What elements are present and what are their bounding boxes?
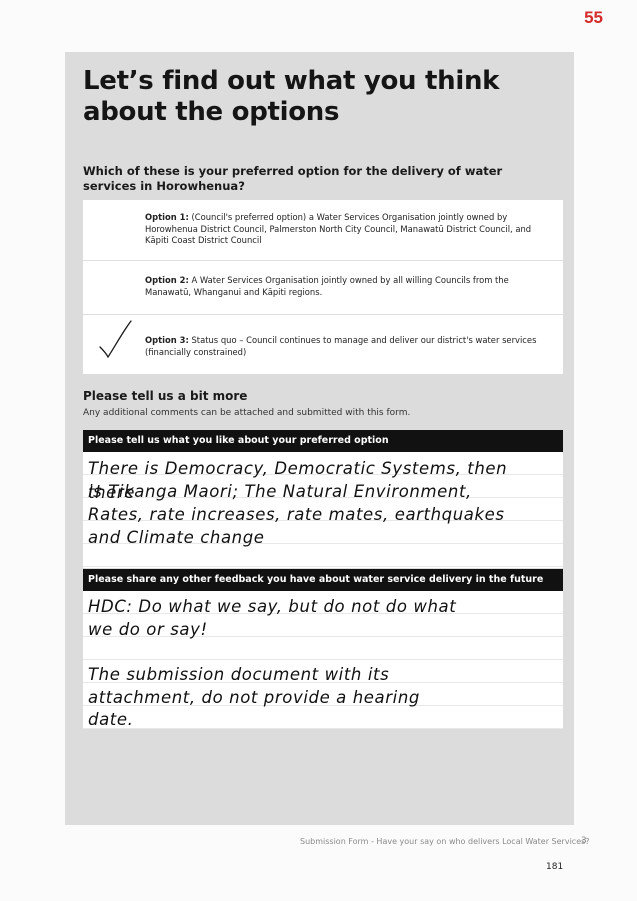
option-row-2[interactable]: Option 2: A Water Services Organisation … (83, 261, 563, 313)
option-2-description: A Water Services Organisation jointly ow… (145, 275, 509, 297)
feedback-line-5: attachment, do not provide a hearing (88, 688, 420, 707)
feedback-line-2: we do or say! (88, 620, 208, 639)
option-row-1[interactable]: Option 1: (Council's preferred option) a… (83, 200, 563, 259)
like-line-3: Rates, rate increases, rate mates, earth… (88, 505, 505, 524)
feedback-line-6: date. (88, 710, 134, 729)
page-number: 55 (584, 8, 603, 27)
feedback-section-heading: Please share any other feedback you have… (83, 569, 563, 591)
option-2-check-area[interactable] (83, 261, 143, 313)
option-3-description: Status quo – Council continues to manage… (145, 335, 537, 357)
feedback-line-4: The submission document with its (88, 665, 390, 684)
feedback-line-1: HDC: Do what we say, but do not do what (88, 597, 457, 616)
footer-text: Submission Form - Have your say on who d… (300, 837, 590, 846)
option-2-text: Option 2: A Water Services Organisation … (145, 275, 549, 298)
option-1-description: (Council's preferred option) a Water Ser… (145, 212, 532, 245)
like-line-4: and Climate change (88, 528, 265, 547)
more-heading: Please tell us a bit more (83, 389, 248, 403)
option-3-label: Option 3: (145, 335, 189, 345)
document-number: 181 (546, 862, 564, 872)
like-comments-box[interactable]: There is Democracy, Democratic Systems, … (83, 452, 563, 568)
options-box: Option 1: (Council's preferred option) a… (83, 200, 563, 374)
option-row-3[interactable]: Option 3: Status quo – Council continues… (83, 315, 563, 374)
option-3-check-area[interactable] (83, 315, 143, 374)
option-divider (83, 314, 563, 315)
option-3-text: Option 3: Status quo – Council continues… (145, 335, 549, 358)
feedback-comments-box[interactable]: HDC: Do what we say, but do not do what … (83, 591, 563, 729)
option-2-label: Option 2: (145, 275, 189, 285)
more-subtext: Any additional comments can be attached … (83, 408, 411, 418)
like-line-1: There is Democracy, Democratic Systems, … (88, 459, 508, 502)
option-1-check-area[interactable] (83, 200, 143, 259)
checkmark-icon (99, 320, 132, 359)
option-1-text: Option 1: (Council's preferred option) a… (145, 212, 549, 247)
option-1-label: Option 1: (145, 212, 189, 222)
option-divider (83, 260, 563, 261)
like-section-heading: Please tell us what you like about your … (83, 430, 563, 452)
like-line-2: is Tikanga Maori; The Natural Environmen… (88, 482, 472, 501)
page-title: Let’s find out what you think about the … (83, 66, 500, 127)
footer-page-number: 3 (581, 836, 587, 846)
form-panel: Let’s find out what you think about the … (65, 52, 574, 825)
question-text: Which of these is your preferred option … (83, 164, 503, 193)
